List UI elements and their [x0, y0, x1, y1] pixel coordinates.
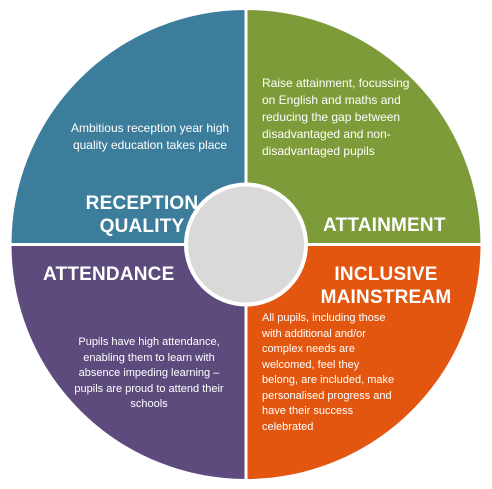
inclusive-mainstream-description: All pupils, including those with additio…: [262, 312, 395, 433]
attainment-description: Raise attainment, focussing on English a…: [262, 76, 410, 158]
attainment-title: ATTAINMENT: [323, 215, 446, 236]
inclusive-mainstream-title: INCLUSIVE MAINSTREAM: [318, 263, 454, 309]
reception-quality-title: RECEPTION QUALITY: [62, 192, 222, 238]
attendance-description: Pupils have high attendance, enabling th…: [74, 336, 224, 410]
reception-quality-title-line2: QUALITY: [99, 216, 185, 237]
attainment-segment: [244, 6, 484, 246]
reception-quality-title-line1: RECEPTION: [85, 193, 199, 214]
reception-quality-description: Ambitious reception year high quality ed…: [70, 121, 230, 152]
attendance-segment: [8, 243, 248, 483]
inclusive-mainstream-title-line2: MAINSTREAM: [320, 287, 452, 308]
inclusive-mainstream-segment: [244, 243, 484, 483]
inclusive-mainstream-title-line1: INCLUSIVE: [334, 264, 438, 285]
reception-quality-segment: [8, 6, 248, 246]
center-hub: [184, 182, 308, 307]
attendance-title: ATTENDANCE: [43, 264, 175, 285]
